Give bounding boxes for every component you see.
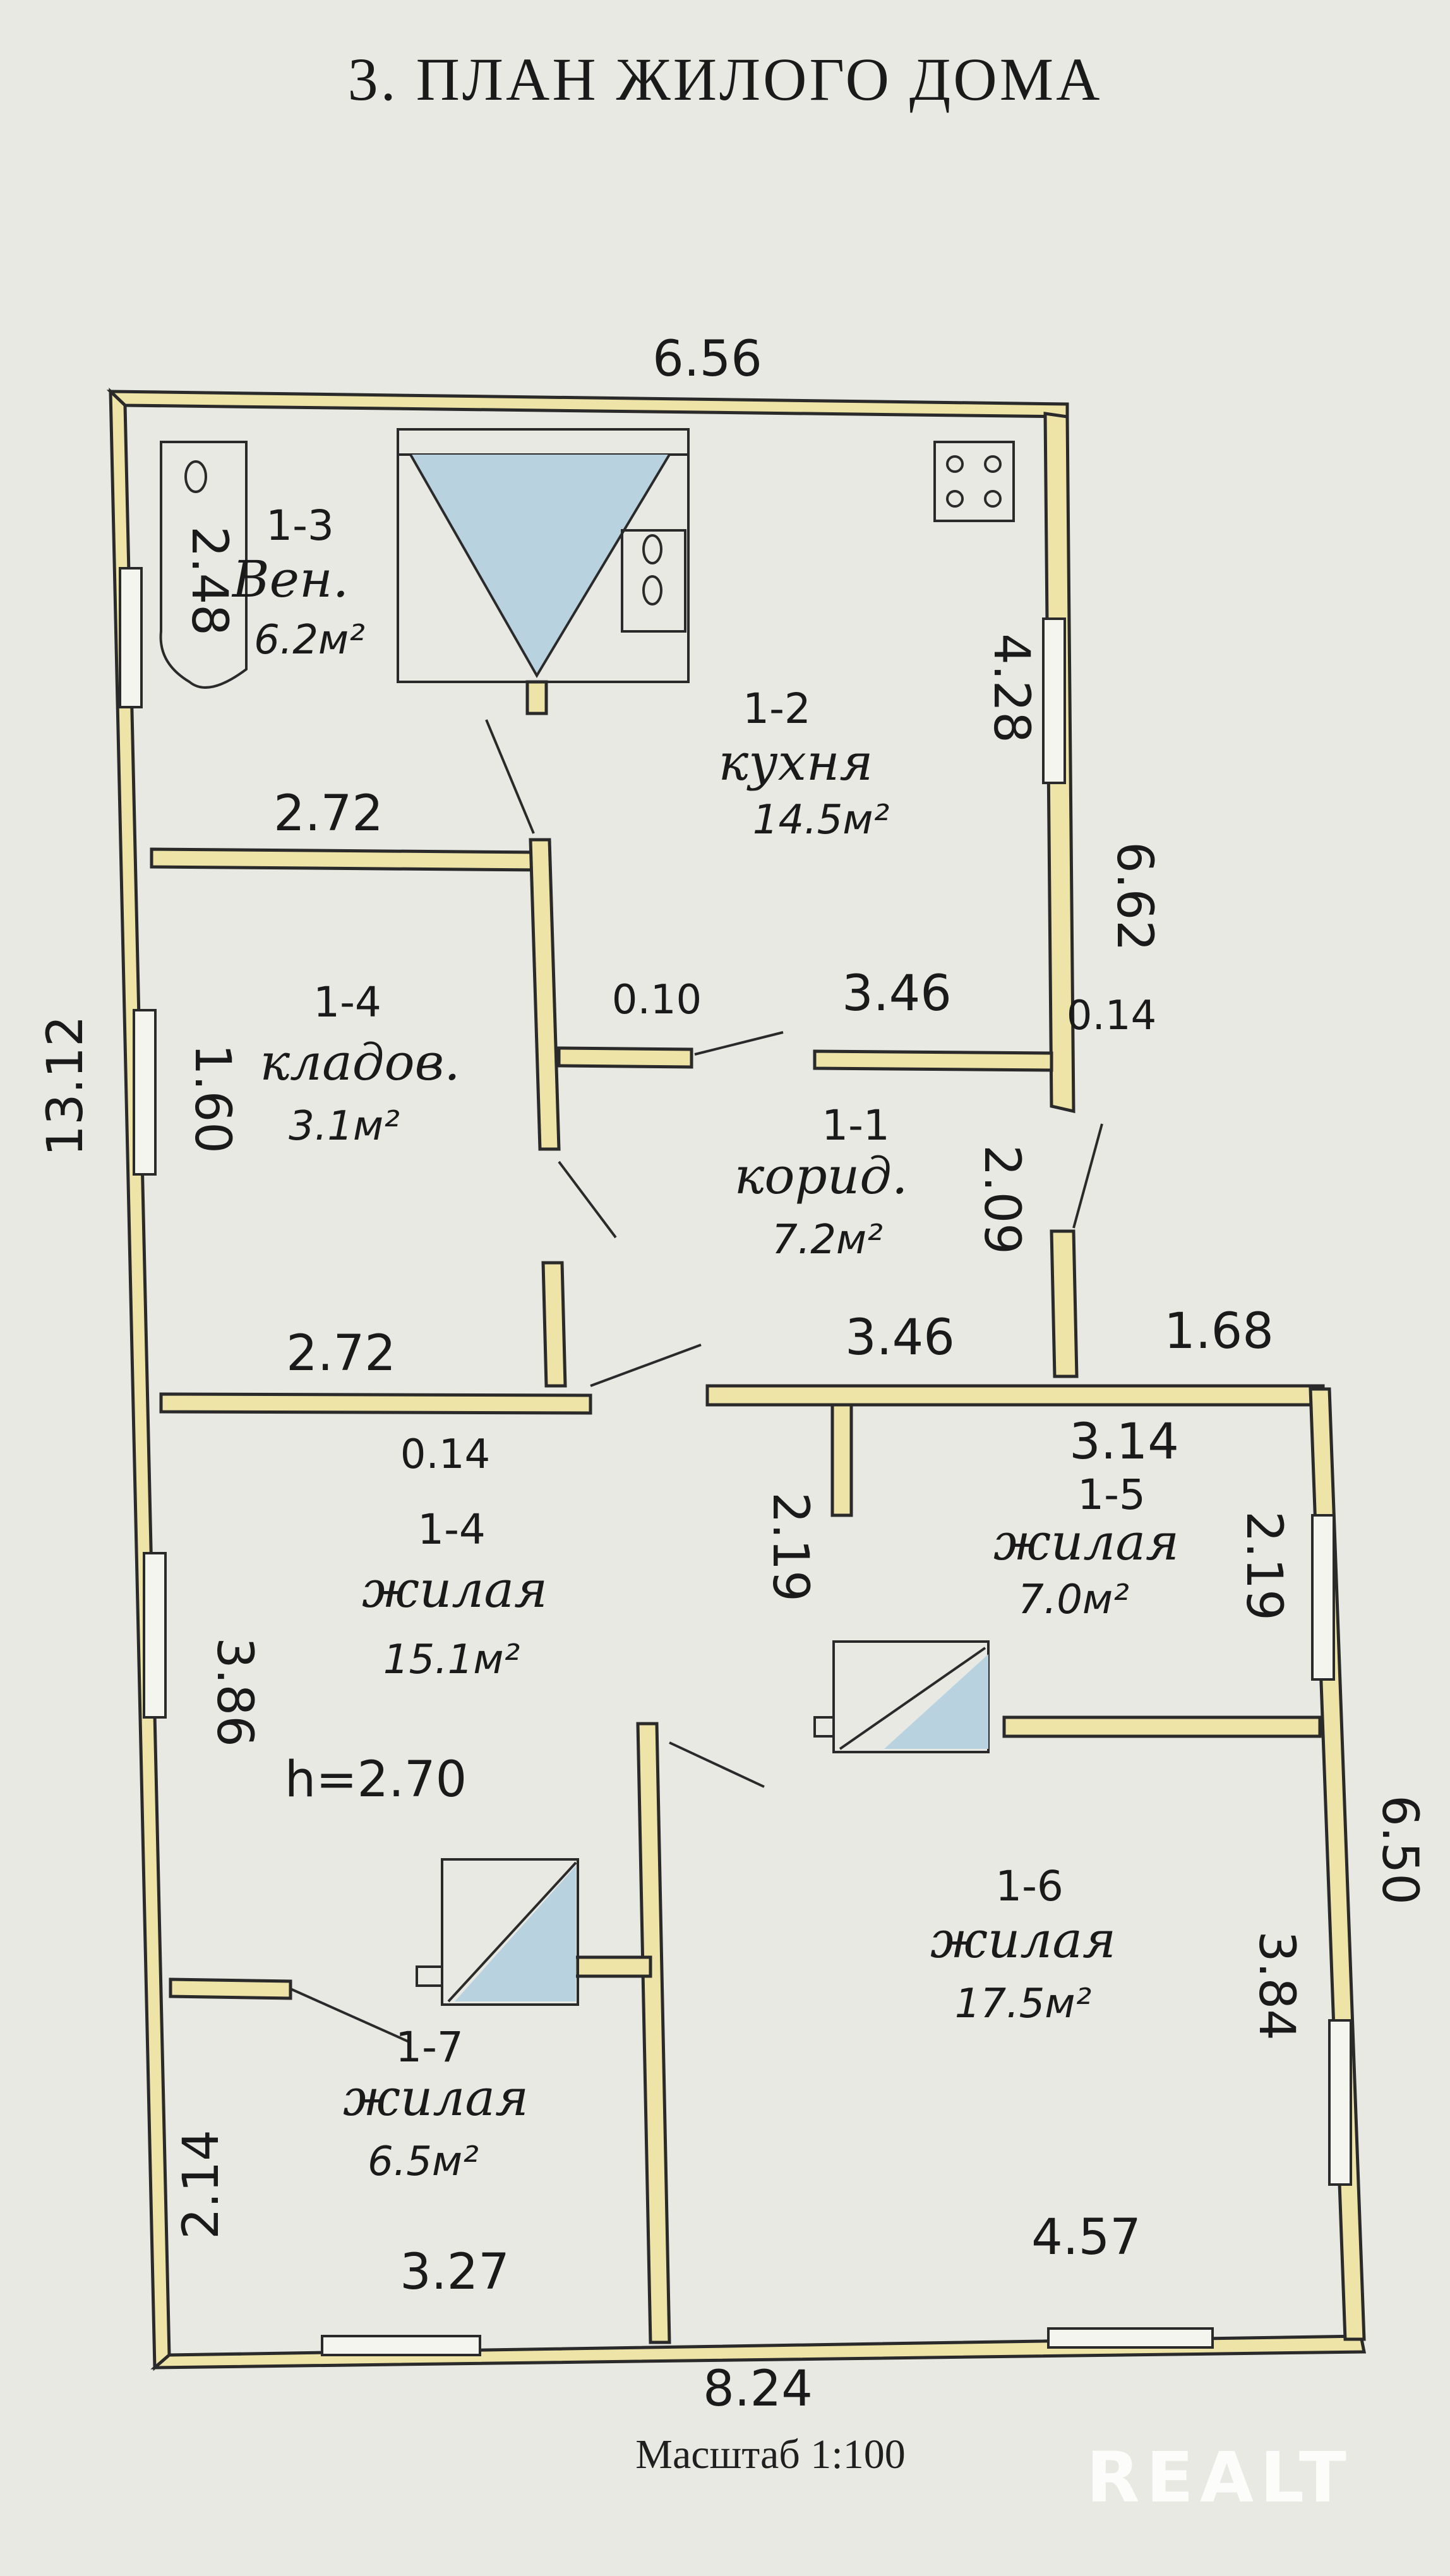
dim-ceiling-height: h=2.70 xyxy=(285,1751,467,1808)
dim-room4-height: 3.86 xyxy=(206,1637,263,1747)
room-name: жилая xyxy=(993,1513,1179,1571)
room-area: 6.5м² xyxy=(368,2138,479,2185)
dim-left-height: 13.12 xyxy=(37,1015,94,1156)
watermark-logo: REALT xyxy=(1086,2437,1353,2518)
window-kitchen xyxy=(1042,617,1066,784)
room-area: 14.5м² xyxy=(753,797,889,844)
stove-kitchen xyxy=(933,441,1015,522)
dim-right-upper: 6.62 xyxy=(1106,842,1163,951)
window-room6 xyxy=(1047,2327,1214,2349)
stove-room5 xyxy=(813,1640,990,1753)
room-area: 7.2м² xyxy=(772,1217,883,1263)
scale-label: Масштаб 1:100 xyxy=(635,2431,906,2478)
room-label-pantry: 1-4 кладов. 3.1м² xyxy=(260,978,460,1150)
window-room6-side xyxy=(1328,2019,1352,2186)
room-name: Вен. xyxy=(231,550,349,609)
dim-wall-014-right: 0.14 xyxy=(1067,993,1157,1039)
bathtub xyxy=(159,441,248,689)
room-number: 1-5 xyxy=(1077,1470,1146,1519)
dim-room7-height: 2.14 xyxy=(173,2130,230,2239)
dimension-labels: 6.56 13.12 4.28 6.62 6.50 8.24 2.72 2.48… xyxy=(37,331,1428,2418)
dim-room4-partition: 2.19 xyxy=(762,1492,818,1602)
room-area: 3.1м² xyxy=(289,1103,400,1150)
room-name: кладов. xyxy=(260,1033,460,1092)
dim-extension-width: 1.68 xyxy=(1164,1303,1274,1360)
dim-wall-014-mid: 0.14 xyxy=(400,1431,491,1478)
room-number: 1-6 xyxy=(995,1862,1064,1911)
dim-corridor-bottom: 3.46 xyxy=(845,1309,955,1366)
interior-walls xyxy=(150,680,1322,2344)
dim-kitchen-right: 4.28 xyxy=(983,633,1040,743)
dim-room6-width: 4.57 xyxy=(1031,2209,1141,2266)
room-label-bath: 1-3 Вен. 6.2м² xyxy=(231,501,365,664)
window-room5 xyxy=(1311,1514,1335,1681)
dim-room7-width: 3.27 xyxy=(400,2244,510,2301)
dim-room5-width: 3.14 xyxy=(1069,1414,1179,1470)
dim-bath-width: 2.72 xyxy=(273,785,383,842)
room-name: жилая xyxy=(930,1911,1116,1969)
dim-bottom-width: 8.24 xyxy=(703,2361,813,2418)
dim-right-lower: 6.50 xyxy=(1371,1795,1428,1905)
room-area: 7.0м² xyxy=(1018,1577,1129,1623)
room-number: 1-4 xyxy=(417,1505,486,1554)
room-number: 1-4 xyxy=(313,978,381,1027)
room-name: кухня xyxy=(719,733,873,792)
kitchen-cabinet xyxy=(397,428,690,683)
room-number: 1-2 xyxy=(743,684,811,733)
dim-room6-height: 3.84 xyxy=(1248,1931,1305,2041)
room-number: 1-3 xyxy=(266,501,334,550)
room-label-kitchen: 1-2 кухня 14.5м² xyxy=(719,684,890,844)
room-number: 1-1 xyxy=(822,1101,890,1150)
room-label-corridor: 1-1 корид. 7.2м² xyxy=(734,1101,908,1263)
stove-room7 xyxy=(416,1858,579,2006)
dim-corridor-top: 3.46 xyxy=(842,965,952,1022)
room-label-room7: 1-7 жилая 6.5м² xyxy=(343,2023,529,2185)
dim-top-width: 6.56 xyxy=(652,331,762,388)
room-name: корид. xyxy=(734,1147,908,1205)
dim-room5-height: 2.19 xyxy=(1235,1511,1292,1621)
room-area: 15.1м² xyxy=(383,1637,520,1683)
dim-pantry-width: 2.72 xyxy=(286,1325,396,1382)
doors xyxy=(290,719,1103,2044)
dim-pantry-height: 1.60 xyxy=(184,1044,241,1154)
window-room4 xyxy=(143,1552,167,1719)
room-area: 6.2м² xyxy=(254,617,365,664)
room-label-room6: 1-6 жилая 17.5м² xyxy=(930,1862,1116,2027)
page-title: 3. ПЛАН ЖИЛОГО ДОМА xyxy=(347,45,1103,113)
dim-corridor-height: 2.09 xyxy=(973,1145,1030,1255)
dim-bath-height: 2.48 xyxy=(181,526,237,636)
room-name: жилая xyxy=(343,2068,529,2127)
dim-door-010: 0.10 xyxy=(612,977,702,1023)
windows xyxy=(119,567,1352,2356)
window-bath xyxy=(119,567,143,708)
room-label-room4: 1-4 жилая 15.1м² xyxy=(362,1505,548,1683)
room-number: 1-7 xyxy=(395,2023,464,2072)
room-area: 17.5м² xyxy=(955,1981,1091,2027)
window-pantry xyxy=(133,1009,157,1176)
room-label-room5: 1-5 жилая 7.0м² xyxy=(993,1470,1179,1623)
room-name: жилая xyxy=(362,1560,548,1619)
window-room7 xyxy=(321,2335,481,2356)
